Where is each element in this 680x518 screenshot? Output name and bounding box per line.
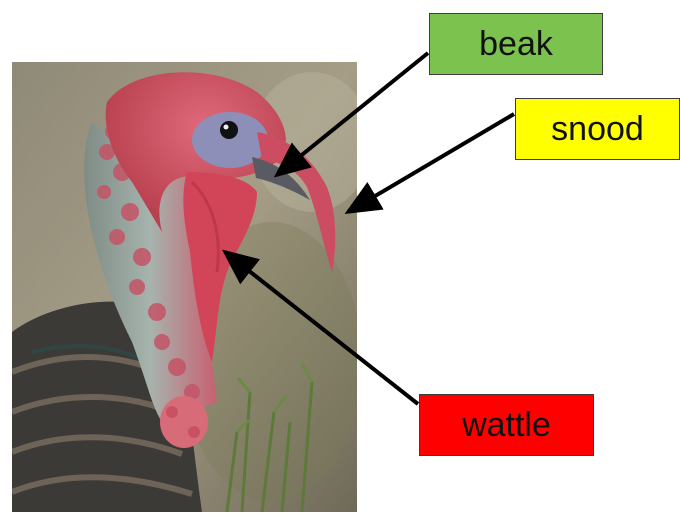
turkey-photo xyxy=(12,62,357,512)
beak-label: beak xyxy=(429,13,603,75)
wattle-label: wattle xyxy=(419,394,594,456)
snood-label: snood xyxy=(515,98,680,160)
neck-knob xyxy=(160,396,208,448)
turkey-eye xyxy=(220,121,238,139)
snood-arrow xyxy=(348,114,514,212)
